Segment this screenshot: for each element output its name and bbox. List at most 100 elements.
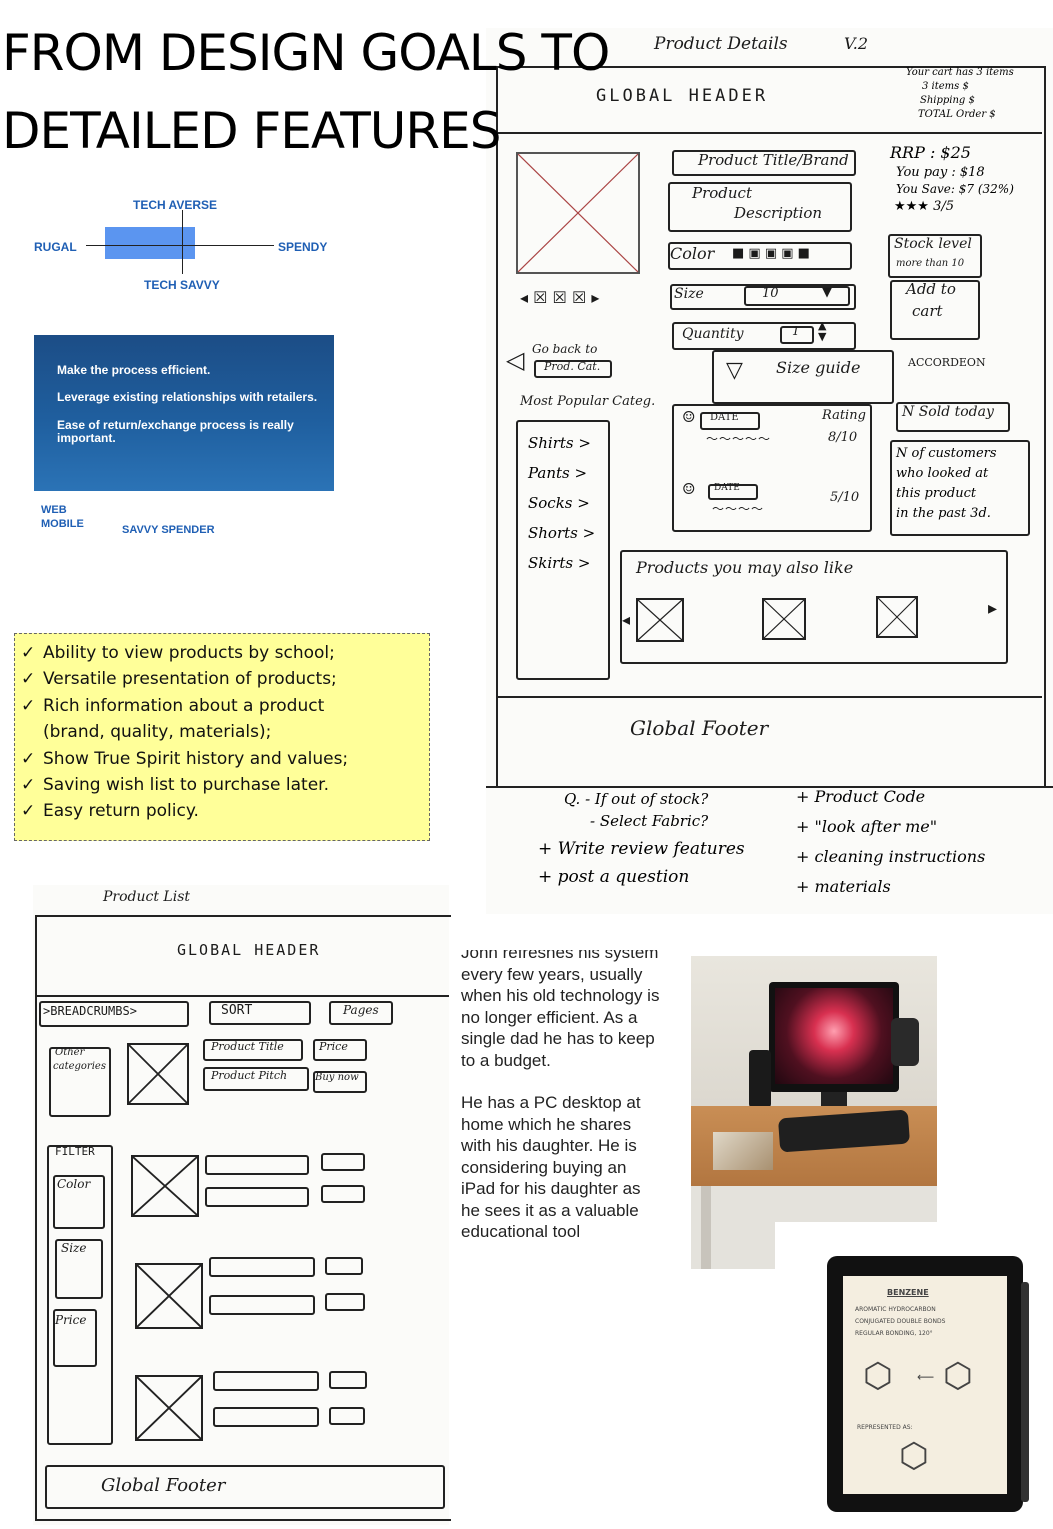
ipad-screen: BENZENE AROMATIC HYDROCARBON CONJUGATED … <box>843 1276 1007 1494</box>
category-list: Shirts > Pants > Socks > Shorts > Skirts… <box>528 428 595 578</box>
sketch-version: V.2 <box>844 34 869 53</box>
product-row-button[interactable] <box>329 1371 367 1389</box>
product-row-button[interactable] <box>321 1153 365 1171</box>
sort-control[interactable] <box>209 1001 311 1025</box>
product-row-button[interactable] <box>321 1185 365 1203</box>
product-image-placeholder <box>131 1155 199 1217</box>
product-pitch-label: Product Pitch <box>211 1069 288 1082</box>
check-icon: ✓ <box>21 643 36 663</box>
sold-today-label: N Sold today <box>902 404 994 420</box>
benzene-ring-icon: ⬡ <box>899 1436 929 1476</box>
carousel-prev-icon: ◂ <box>622 610 631 629</box>
feature-item: ✓Easy return policy. <box>21 798 429 824</box>
product-row-button[interactable] <box>329 1407 365 1425</box>
review-date-2: DATE <box>714 483 740 493</box>
size-guide-accordion[interactable] <box>712 350 894 404</box>
go-back-label-1: Go back to <box>532 342 598 356</box>
add-to-cart-button[interactable] <box>890 280 980 340</box>
footer-rule <box>496 696 1042 698</box>
product-row-button[interactable] <box>325 1257 363 1275</box>
global-header-label: GLOBAL HEADER <box>596 86 769 106</box>
monitor-screen <box>775 988 893 1084</box>
stock-level-label: Stock level <box>894 236 972 252</box>
filter-size[interactable] <box>55 1239 103 1299</box>
ipad-screen-heading: BENZENE <box>887 1288 929 1297</box>
pagination[interactable] <box>329 1001 393 1025</box>
go-back-link[interactable] <box>534 360 612 378</box>
rating-label: Rating <box>822 408 866 423</box>
other-categories-box[interactable] <box>49 1047 111 1117</box>
check-icon: ✓ <box>21 801 36 822</box>
category-item[interactable]: Skirts > <box>528 554 591 572</box>
back-arrow-icon: ◁ <box>506 346 525 374</box>
category-item[interactable]: Pants > <box>528 464 588 482</box>
size-selector <box>670 284 856 310</box>
product-row-line <box>213 1407 319 1427</box>
global-footer-label: Global Footer <box>630 716 769 740</box>
size-guide-label: Size guide <box>776 358 861 377</box>
list-page-frame <box>35 915 451 1521</box>
speaker-left <box>749 1050 771 1108</box>
review-face-icon: ☺ <box>682 408 696 426</box>
features-list: ✓Ability to view products by school; ✓Ve… <box>14 633 430 841</box>
sold-today-box <box>896 402 1010 432</box>
spectrum-left-label: RUGAL <box>34 240 77 254</box>
review-scribble: ～～～～～ <box>706 432 772 446</box>
go-back-label-2: Prod. Cat. <box>544 360 601 373</box>
filter-price[interactable] <box>53 1309 97 1367</box>
title-line-2: DETAILED FEATURES <box>2 102 501 160</box>
size-value: 10 <box>762 286 779 301</box>
quantity-input <box>780 326 814 344</box>
filter-panel <box>47 1145 113 1445</box>
review-scribble: ～～～～ <box>712 502 765 516</box>
category-item[interactable]: Shirts > <box>528 434 591 452</box>
breadcrumbs[interactable] <box>39 1001 189 1027</box>
persona-paragraph-1: John refreshes his system every few year… <box>461 950 660 1070</box>
star-rating-icon: ★★★ <box>894 199 929 214</box>
benzene-ring-icon: ⬡ <box>863 1356 893 1396</box>
category-item[interactable]: Shorts > <box>528 524 596 542</box>
product-row-button[interactable] <box>325 1293 365 1311</box>
filter-size-label: Size <box>61 1241 87 1255</box>
feature-item: ✓Show True Spirit history and values; <box>21 746 429 772</box>
list-sketch-heading: Product List <box>103 889 191 905</box>
notes-right: + Product Code + "look after me" + clean… <box>796 787 986 896</box>
buy-now-button[interactable] <box>313 1071 367 1093</box>
product-pitch-field <box>203 1067 309 1091</box>
review-date-box <box>700 412 760 430</box>
arrow-icon: ⟵ <box>917 1370 935 1384</box>
list-footer <box>45 1465 445 1509</box>
product-description-label-2: Description <box>734 204 823 222</box>
product-row-line <box>209 1295 315 1315</box>
filter-color[interactable] <box>53 1175 105 1229</box>
product-image-placeholder <box>135 1375 203 1441</box>
feature-item: ✓Ability to view products by school; <box>21 640 429 666</box>
add-to-cart-label-1: Add to <box>906 280 956 298</box>
ipad-cover <box>1021 1282 1029 1502</box>
product-image-placeholder <box>135 1263 203 1329</box>
price-box: RRP : $25 You pay : $18 You Save: $7 (32… <box>890 143 1014 214</box>
feature-item: ✓Saving wish list to purchase later. <box>21 772 429 798</box>
category-item[interactable]: Socks > <box>528 494 590 512</box>
list-global-footer-label: Global Footer <box>101 1475 226 1496</box>
platform-web: WEB <box>41 504 67 516</box>
spectrum-right-label: SPENDY <box>278 240 328 254</box>
buy-now-label: Buy now <box>315 1072 359 1083</box>
game-box <box>713 1132 773 1170</box>
product-description-label-1: Product <box>692 184 752 202</box>
goal-1: Make the process efficient. <box>57 363 211 377</box>
price-label: Price <box>319 1040 348 1053</box>
speaker-right <box>891 1018 919 1066</box>
product-title-field <box>203 1039 303 1061</box>
customers-looked-box <box>890 440 1030 536</box>
design-goals-box: Make the process efficient. Leverage exi… <box>34 335 334 491</box>
sort-label: SORT <box>221 1003 253 1018</box>
title-line-1: FROM DESIGN GOALS TO <box>2 24 610 82</box>
product-title-box <box>672 150 856 176</box>
product-title-label: Product Title/Brand <box>698 151 849 169</box>
persona-description: John refreshes his system every few year… <box>461 950 661 1306</box>
benzene-ring-icon: ⬡ <box>943 1356 973 1396</box>
quantity-value: 1 <box>792 324 800 338</box>
other-categories-label-2: categories <box>53 1061 106 1072</box>
ipad-photo: BENZENE AROMATIC HYDROCARBON CONJUGATED … <box>775 1222 1053 1529</box>
